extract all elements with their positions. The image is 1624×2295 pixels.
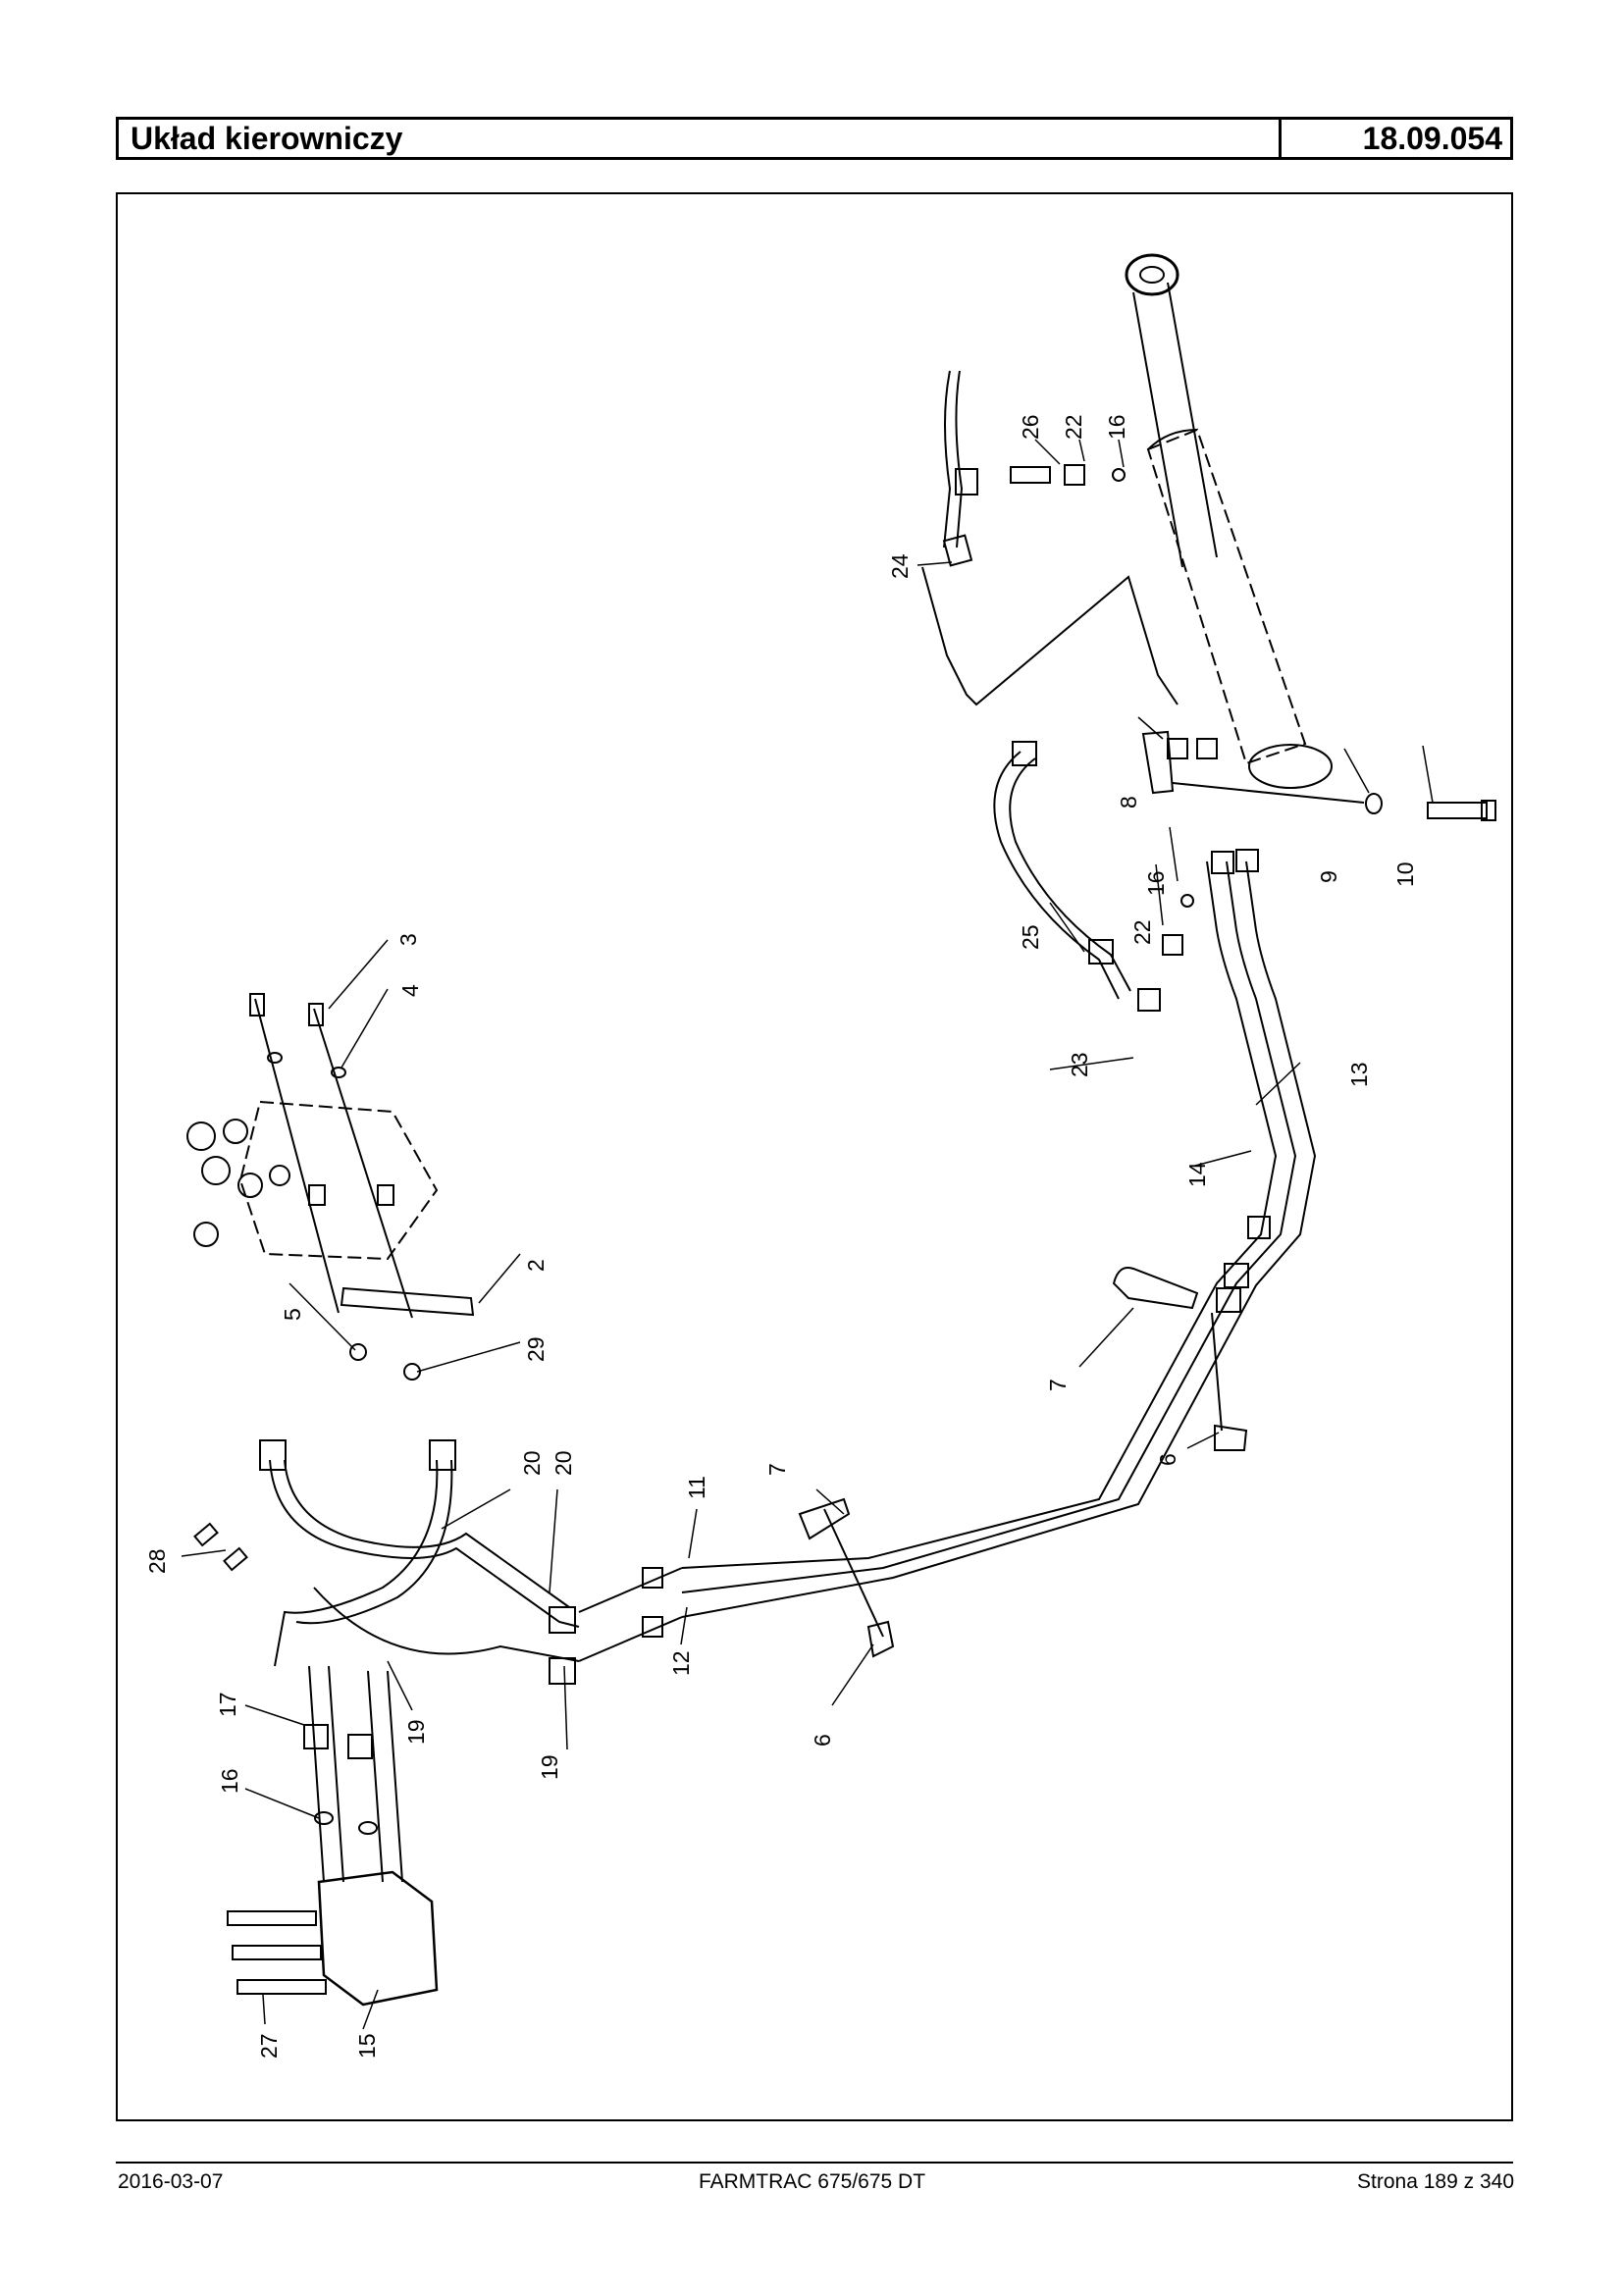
- callout-11: 11: [684, 1476, 709, 1499]
- hose-25: [993, 741, 1131, 1000]
- hose-24: [921, 370, 1179, 706]
- callout-23: 23: [1067, 1052, 1092, 1077]
- steering-cylinder: [1125, 253, 1333, 789]
- callout-16: 16: [1104, 414, 1129, 440]
- callout-25: 25: [1018, 924, 1043, 950]
- footer-page: Strona 189 z 340: [1357, 2170, 1514, 2193]
- section-code: 18.09.054: [1279, 120, 1510, 157]
- callout-7: 7: [1045, 1379, 1071, 1391]
- clamp-6-upper: [1211, 1312, 1248, 1451]
- callout-13: 13: [1346, 1062, 1372, 1087]
- footer-date: 2016-03-07: [118, 2170, 224, 2193]
- valve-block: [186, 1100, 439, 1261]
- callout-17: 17: [215, 1692, 240, 1717]
- pipe-13-14: [681, 849, 1317, 1618]
- footer-divider: [116, 2162, 1513, 2164]
- bracket-7-lower: [798, 1497, 884, 1638]
- footer-model: FARMTRAC 675/675 DT: [698, 2170, 926, 2193]
- callout-9: 9: [1316, 870, 1341, 883]
- bolts-3-4: [249, 993, 413, 1319]
- fitting-26-22-16: [1010, 464, 1126, 486]
- callout-3: 3: [395, 933, 421, 946]
- callout-22: 22: [1061, 414, 1086, 440]
- page-title: Układ kierowniczy: [131, 121, 403, 156]
- clamp-6-lower: [866, 1620, 895, 1658]
- plate-2: [340, 1286, 475, 1317]
- callout-labels: 26 22 16 24 8 9 10 16 22 25 23 13 14 3 4…: [144, 414, 1418, 2059]
- callout-16: 16: [217, 1768, 242, 1794]
- callout-5: 5: [280, 1308, 305, 1321]
- diagram-frame: 26 22 16 24 8 9 10 16 22 25 23 13 14 3 4…: [116, 192, 1513, 2121]
- bolts-28: [193, 1522, 248, 1572]
- callout-16: 16: [1143, 870, 1169, 896]
- callout-27: 27: [256, 2033, 282, 2059]
- callout-8: 8: [1116, 796, 1141, 808]
- callout-6: 6: [810, 1734, 835, 1747]
- page-header: Układ kierowniczy 18.09.054: [116, 117, 1513, 160]
- callout-20: 20: [519, 1450, 545, 1476]
- callout-15: 15: [354, 2033, 380, 2059]
- pipes-11-12: [578, 1567, 683, 1662]
- steering-system-diagram: 26 22 16 24 8 9 10 16 22 25 23 13 14 3 4…: [144, 253, 1496, 2059]
- callout-24: 24: [887, 553, 913, 579]
- callout-22: 22: [1129, 919, 1155, 945]
- fitting-23-22-16: [1137, 894, 1194, 1012]
- callout-28: 28: [144, 1548, 170, 1574]
- callout-10: 10: [1392, 861, 1418, 887]
- callout-19: 19: [537, 1754, 562, 1780]
- callout-19: 19: [403, 1719, 429, 1745]
- callout-20: 20: [550, 1450, 576, 1476]
- callout-6: 6: [1155, 1453, 1180, 1466]
- bracket-7-upper: [1112, 1267, 1199, 1310]
- leader-lines: [181, 439, 1434, 2030]
- callout-4: 4: [397, 984, 423, 997]
- nuts-5-29: [349, 1343, 421, 1381]
- bracket-8: [1141, 730, 1218, 795]
- callout-26: 26: [1018, 414, 1043, 440]
- bolt-10-washer-9: [1172, 782, 1496, 821]
- callout-14: 14: [1184, 1162, 1210, 1187]
- callout-12: 12: [668, 1650, 694, 1676]
- callout-2: 2: [523, 1259, 549, 1272]
- callout-29: 29: [523, 1336, 549, 1362]
- hoses-20-19: [259, 1439, 580, 1685]
- callout-7: 7: [764, 1463, 790, 1476]
- steering-unit-15: [227, 1665, 439, 2007]
